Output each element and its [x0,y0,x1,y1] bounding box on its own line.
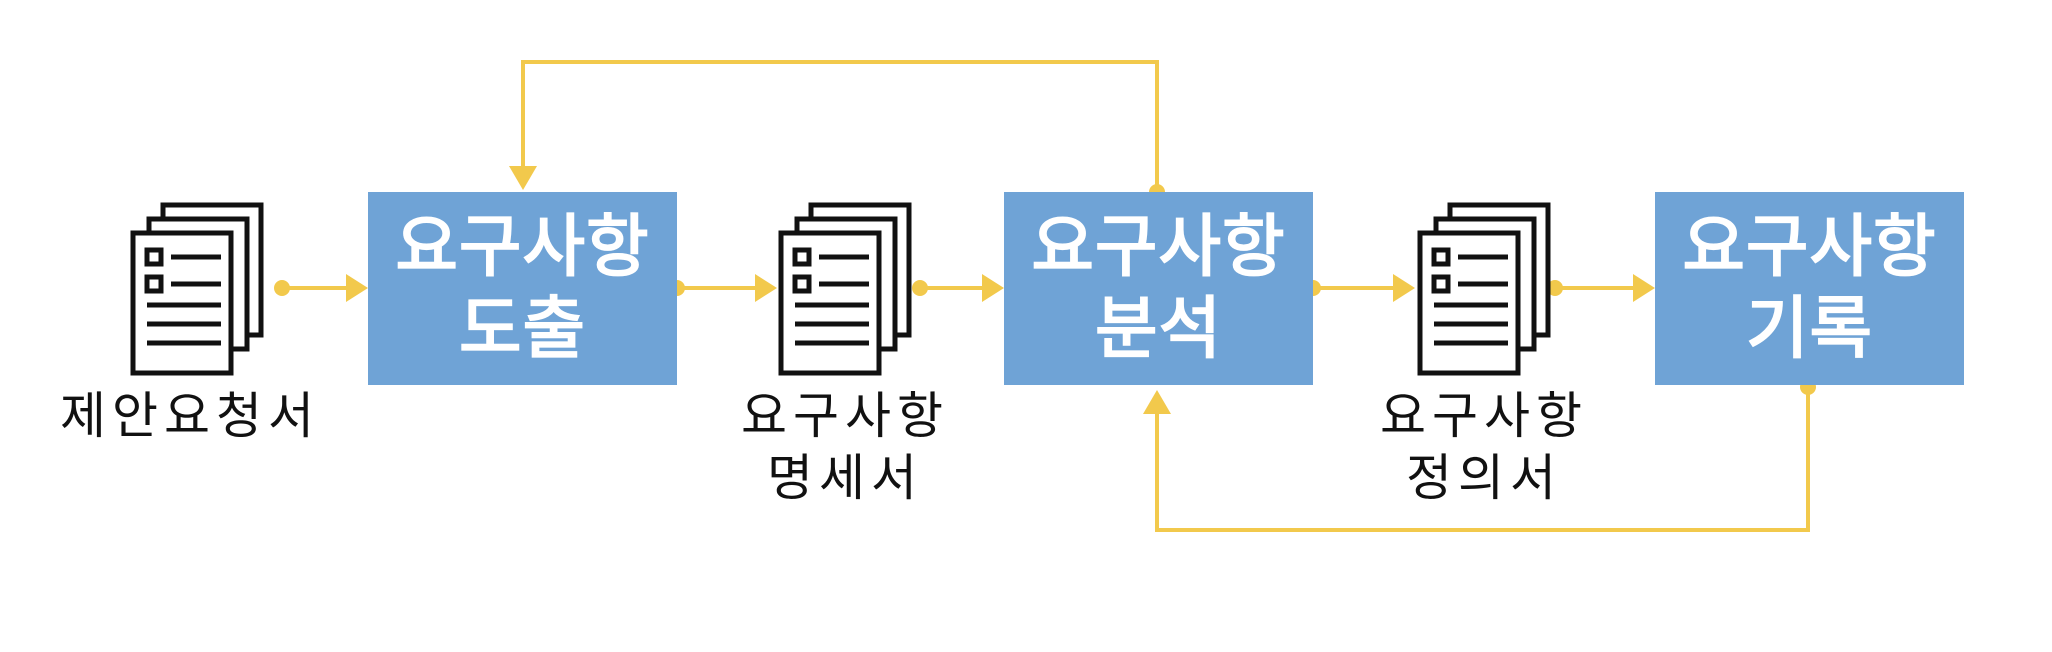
document-label-line1: 요구사항 [1380,387,1588,445]
document-label-line1: 요구사항 [741,387,949,445]
arrowhead [755,274,777,302]
process-label-line1: 요구사항 [1031,207,1286,287]
document-icon [130,202,264,376]
document-icon [1417,202,1551,376]
arrowhead [1393,274,1415,302]
document-icon [778,202,912,376]
process-label-line2: 기록 [1745,289,1874,369]
document-label-spec: 요구사항 명세서 [710,385,980,509]
process-label-line2: 도출 [458,289,587,369]
process-box-elicitation: 요구사항 도출 [368,192,677,385]
connector-dot [274,280,290,296]
connector-dot [1547,280,1563,296]
process-label-line1: 요구사항 [395,207,650,287]
document-label-definition: 요구사항 정의서 [1349,385,1619,509]
document-label-line2: 명세서 [767,449,923,507]
feedback-record-to-analysis [1155,387,1810,532]
process-box-record: 요구사항 기록 [1655,192,1964,385]
arrowhead [1143,390,1171,414]
document-label-proposal: 제안요청서 [40,385,340,447]
document-label-line2: 정의서 [1406,449,1562,507]
arrowhead [509,166,537,190]
process-label-line2: 분석 [1094,289,1223,369]
feedback-analysis-to-elicitation [521,60,1159,192]
arrowhead [982,274,1004,302]
process-box-analysis: 요구사항 분석 [1004,192,1313,385]
document-label-text: 제안요청서 [60,387,320,445]
connector-dot [912,280,928,296]
arrowhead [1633,274,1655,302]
process-label-line1: 요구사항 [1682,207,1937,287]
arrowhead [346,274,368,302]
